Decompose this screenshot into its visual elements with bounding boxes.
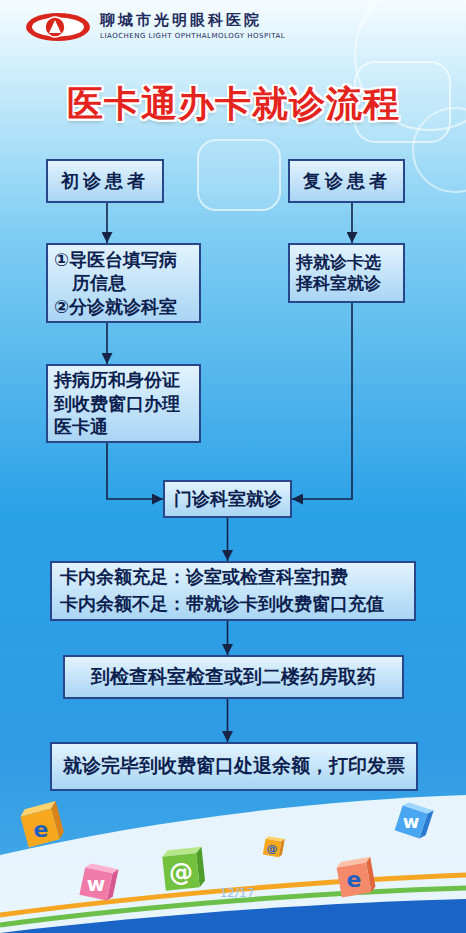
process-box: 复诊患者	[288, 159, 405, 203]
page-title: 医卡通办卡就诊流程	[0, 80, 466, 129]
flow-arrow	[106, 323, 108, 364]
process-box: 门诊科室就诊	[163, 480, 292, 518]
cube	[336, 857, 377, 898]
flow-arrow	[351, 203, 353, 243]
cube-letter: @	[267, 843, 278, 854]
box-text: 卡内余额不足：带就诊卡到收费窗口充值	[60, 593, 406, 616]
logo-mark	[49, 20, 61, 33]
process-box: 到检查科室检查或到二楼药房取药	[63, 655, 404, 699]
cube	[79, 863, 118, 902]
flow-arrow	[227, 699, 229, 742]
cube	[162, 847, 206, 891]
logo-eye-white	[32, 18, 84, 37]
page-number: 12/17	[220, 887, 255, 899]
logo-pupil	[45, 17, 65, 37]
box-text: 卡内余额充足：诊室或检查科室扣费	[60, 566, 406, 589]
box-text: 门诊科室就诊	[169, 487, 286, 510]
process-box: 初诊患者	[46, 159, 164, 203]
box-text: 初诊患者	[52, 169, 158, 192]
cube-letter: w	[87, 874, 105, 894]
hospital-name: 聊城市光明眼科医院	[100, 13, 262, 28]
deco-rounded-rect	[198, 140, 280, 210]
logo-eye	[26, 13, 90, 41]
flow-arrow	[106, 203, 108, 243]
box-text: 就诊完毕到收费窗口处退余额，打印发票	[58, 754, 410, 778]
flow-arrow	[292, 303, 352, 499]
box-text: ②分诊就诊科室	[72, 295, 193, 318]
cube-letter: e	[34, 819, 49, 841]
cube	[263, 836, 285, 858]
box-text: 到检查科室检查或到二楼药房取药	[71, 665, 396, 689]
box-text: ①导医台填写病历信息	[72, 248, 193, 295]
cube-letter: w	[403, 813, 420, 831]
swoosh-white	[0, 795, 466, 933]
cube	[395, 801, 434, 840]
process-box: 持就诊卡选择科室就诊	[288, 243, 405, 303]
cube-letter: e	[347, 869, 362, 891]
process-box: 就诊完毕到收费窗口处退余额，打印发票	[50, 742, 418, 791]
process-box: ①导医台填写病历信息②分诊就诊科室	[46, 243, 201, 323]
box-text: 复诊患者	[294, 169, 399, 192]
swoosh-blue	[0, 899, 466, 933]
flow-arrow	[227, 621, 229, 655]
process-box: 卡内余额充足：诊室或检查科室扣费卡内余额不足：带就诊卡到收费窗口充值	[50, 561, 416, 621]
box-text: 持就诊卡选择科室就诊	[296, 252, 397, 295]
process-box: 持病历和身份证到收费窗口办理医卡通	[46, 364, 201, 443]
box-text: 持病历和身份证到收费窗口办理医卡通	[54, 368, 193, 438]
flow-arrow	[107, 443, 163, 499]
cube	[19, 801, 66, 848]
flow-arrow	[227, 518, 229, 561]
hospital-english-name: LIAOCHENG LIGHT OPHTHALMOLOGY HOSPITAL	[100, 33, 285, 40]
cube-letter: @	[169, 861, 193, 885]
